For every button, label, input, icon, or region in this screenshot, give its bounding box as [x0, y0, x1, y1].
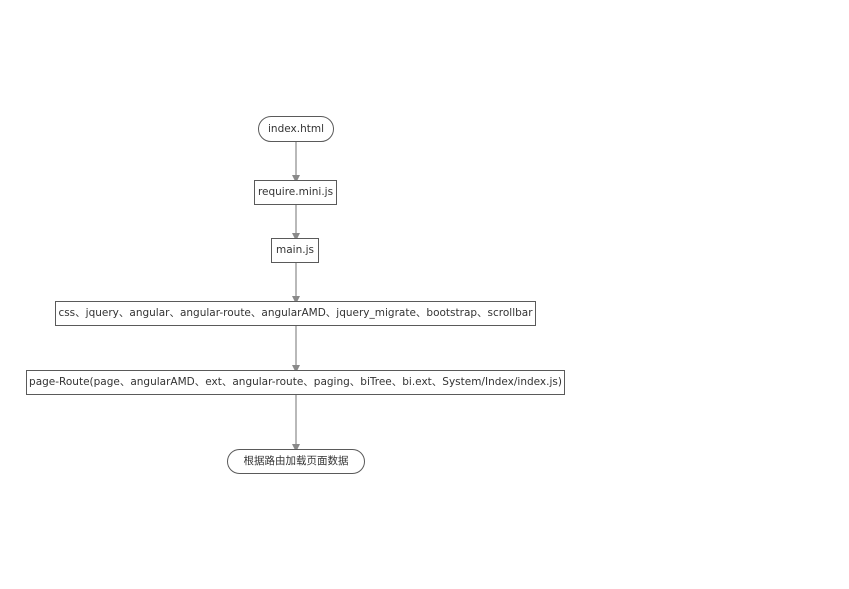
- node-label: require.mini.js: [257, 186, 334, 199]
- node-label: css、jquery、angular、angular-route、angular…: [58, 307, 533, 320]
- node-label: index.html: [268, 122, 324, 135]
- process-node-page-route: page-Route(page、angularAMD、ext、angular-r…: [26, 370, 565, 395]
- node-label: main.js: [276, 244, 314, 257]
- end-node-load-page-data: 根据路由加载页面数据: [227, 449, 365, 474]
- process-node-libraries: css、jquery、angular、angular-route、angular…: [55, 301, 536, 326]
- process-node-require-mini-js: require.mini.js: [254, 180, 337, 205]
- start-node-index-html: index.html: [258, 116, 334, 142]
- node-label: 根据路由加载页面数据: [243, 455, 349, 468]
- node-label: page-Route(page、angularAMD、ext、angular-r…: [29, 376, 562, 389]
- process-node-main-js: main.js: [271, 238, 319, 263]
